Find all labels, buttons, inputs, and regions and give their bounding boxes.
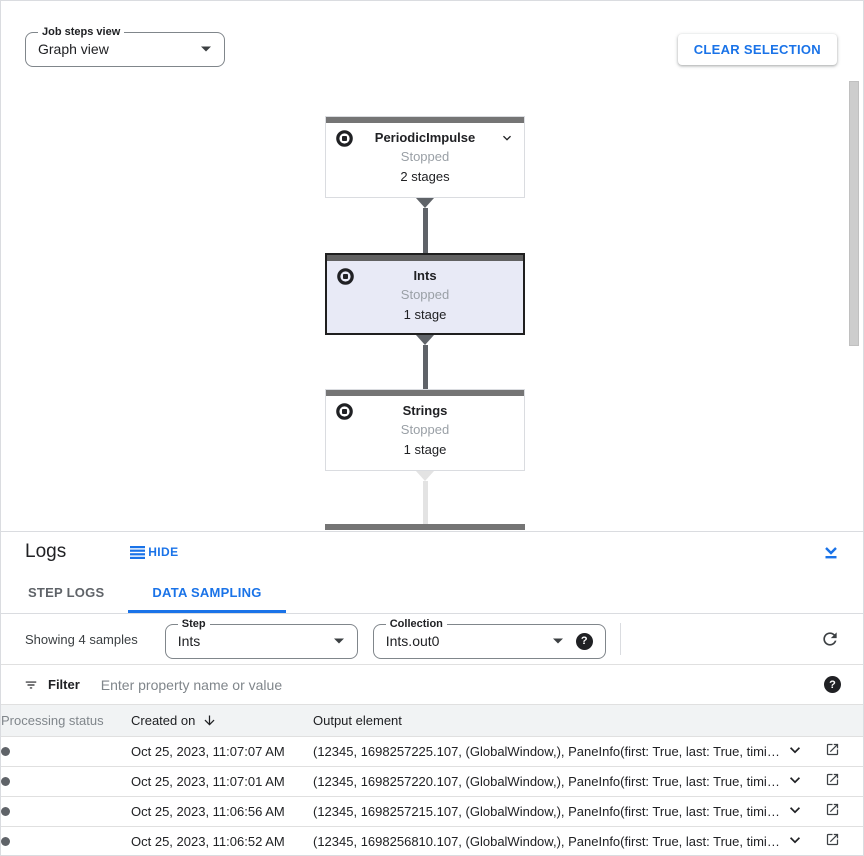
- filter-bar: Filter ?: [1, 665, 863, 705]
- graph-node-ints[interactable]: Ints Stopped 1 stage: [325, 253, 525, 335]
- output-element-cell: (12345, 1698257220.107, (GlobalWindow,),…: [313, 766, 785, 797]
- pipeline-graph: PeriodicImpulse Stopped 2 stages Ints St…: [325, 116, 525, 531]
- chevron-down-icon: [790, 806, 800, 813]
- filter-icon: [25, 681, 37, 688]
- created-on-cell: Oct 25, 2023, 11:07:01 AM: [131, 766, 313, 797]
- graph-node-partial[interactable]: [325, 524, 525, 530]
- output-element-cell: (12345, 1698257215.107, (GlobalWindow,),…: [313, 796, 785, 827]
- processing-status-dot: [1, 836, 10, 846]
- created-on-cell: Oct 25, 2023, 11:06:56 AM: [131, 796, 313, 827]
- processing-status-dot: [1, 776, 10, 786]
- col-processing-status: Processing status: [1, 705, 131, 737]
- logs-panel-header: Logs HIDE: [1, 532, 863, 572]
- job-steps-view-label: Job steps view: [42, 26, 121, 38]
- open-sample-button[interactable]: [825, 742, 840, 757]
- hide-label: HIDE: [148, 545, 179, 559]
- expand-row-button[interactable]: [785, 770, 805, 790]
- node-status: Stopped: [400, 149, 450, 164]
- graph-node-periodicimpulse[interactable]: PeriodicImpulse Stopped 2 stages: [325, 116, 525, 198]
- created-on-cell: Oct 25, 2023, 11:06:52 AM: [131, 826, 313, 855]
- sampling-toolbar: Showing 4 samples Step Ints Collection I…: [1, 614, 863, 665]
- refresh-samples-button[interactable]: [818, 627, 842, 651]
- job-graph-area: Job steps view Graph view CLEAR SELECTIO…: [1, 1, 863, 531]
- step-select-label: Step: [181, 618, 206, 630]
- node-title: Ints: [413, 268, 437, 283]
- logs-tabs: STEP LOGS DATA SAMPLING: [1, 572, 863, 614]
- hide-lines-icon: [130, 545, 146, 559]
- node-status: Stopped: [400, 422, 450, 437]
- stop-icon: [336, 403, 353, 420]
- sample-row: Oct 25, 2023, 11:07:07 AM (12345, 169825…: [1, 736, 863, 767]
- node-status-bar: [327, 255, 523, 261]
- output-element-cell: (12345, 1698256810.107, (GlobalWindow,),…: [313, 826, 785, 855]
- node-status: Stopped: [400, 287, 450, 302]
- node-status-bar: [326, 117, 524, 123]
- expand-row-button[interactable]: [785, 830, 805, 850]
- step-select-value: Ints: [177, 633, 201, 649]
- stop-icon: [337, 268, 354, 285]
- sort-desc-icon[interactable]: [202, 713, 217, 728]
- created-on-cell: Oct 25, 2023, 11:07:07 AM: [131, 736, 313, 767]
- node-stages: 2 stages: [400, 169, 450, 184]
- col-output-element: Output element: [313, 705, 785, 737]
- showing-samples-text: Showing 4 samples: [25, 631, 138, 647]
- table-header-row: Processing status Created on Output elem…: [1, 705, 863, 737]
- open-in-new-icon: [826, 833, 839, 846]
- open-sample-button[interactable]: [825, 802, 840, 817]
- collection-select-value: Ints.out0: [385, 633, 440, 649]
- stop-icon: [336, 130, 353, 147]
- open-in-new-icon: [826, 773, 839, 786]
- collection-select[interactable]: Collection Ints.out0 ?: [372, 618, 606, 659]
- expand-row-button[interactable]: [785, 800, 805, 820]
- graph-edge-pending: [416, 471, 434, 524]
- graph-edge: [416, 335, 434, 389]
- open-sample-button[interactable]: [825, 772, 840, 787]
- output-element-cell: (12345, 1698257225.107, (GlobalWindow,),…: [313, 736, 785, 767]
- job-steps-view-select[interactable]: Job steps view Graph view: [25, 27, 225, 67]
- processing-status-dot: [1, 806, 10, 816]
- collapse-panel-icon: [825, 546, 837, 558]
- collapse-panel-button[interactable]: [821, 543, 841, 562]
- sample-row: Oct 25, 2023, 11:07:01 AM (12345, 169825…: [1, 766, 863, 797]
- node-title: PeriodicImpulse: [374, 130, 476, 145]
- chevron-down-icon: [790, 776, 800, 783]
- graph-node-strings[interactable]: Strings Stopped 1 stage: [325, 389, 525, 471]
- node-stages: 1 stage: [403, 307, 447, 322]
- expand-row-button[interactable]: [785, 740, 805, 760]
- col-created-on[interactable]: Created on: [131, 705, 313, 737]
- chevron-down-icon: [790, 836, 800, 843]
- collection-select-label: Collection: [389, 618, 443, 630]
- graph-edge: [416, 198, 434, 253]
- step-select[interactable]: Step Ints: [164, 618, 358, 659]
- node-title: Strings: [402, 403, 448, 418]
- job-steps-view-value: Graph view: [38, 41, 109, 57]
- open-sample-button[interactable]: [825, 832, 840, 847]
- collection-help-icon[interactable]: ?: [575, 632, 593, 650]
- graph-vertical-scrollbar[interactable]: [849, 81, 859, 346]
- logs-panel: Logs HIDE STEP LOGS DATA SAMPLING Showin…: [1, 531, 863, 855]
- filter-input[interactable]: [98, 675, 824, 694]
- open-in-new-icon: [826, 743, 839, 756]
- toolbar-divider: [619, 623, 621, 655]
- dropdown-arrow-icon: [552, 638, 563, 644]
- tab-data-sampling[interactable]: DATA SAMPLING: [128, 572, 286, 613]
- chevron-down-icon[interactable]: [499, 130, 515, 146]
- open-in-new-icon: [826, 803, 839, 816]
- chevron-down-icon: [790, 746, 800, 753]
- clear-selection-button[interactable]: CLEAR SELECTION: [677, 34, 837, 65]
- samples-table: Processing status Created on Output elem…: [1, 705, 863, 855]
- tab-step-logs[interactable]: STEP LOGS: [4, 572, 128, 613]
- sample-row: Oct 25, 2023, 11:06:56 AM (12345, 169825…: [1, 796, 863, 827]
- processing-status-dot: [1, 746, 10, 756]
- dropdown-arrow-icon: [201, 46, 211, 52]
- node-stages: 1 stage: [403, 442, 447, 457]
- logs-title: Logs: [25, 541, 67, 562]
- sample-row: Oct 25, 2023, 11:06:52 AM (12345, 169825…: [1, 826, 863, 855]
- dropdown-arrow-icon: [333, 638, 344, 644]
- filter-label: Filter: [48, 677, 80, 692]
- filter-help-icon[interactable]: ?: [824, 676, 841, 693]
- node-status-bar: [326, 390, 524, 396]
- hide-logs-button[interactable]: HIDE: [126, 541, 182, 563]
- refresh-icon: [823, 632, 837, 646]
